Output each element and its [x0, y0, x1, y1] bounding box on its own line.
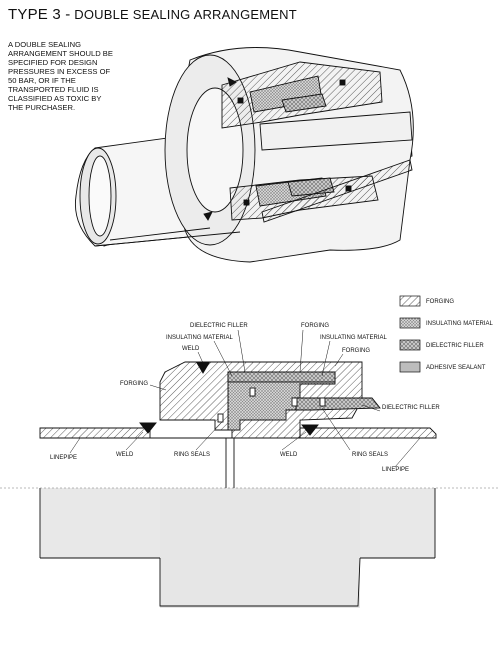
upper-filler [281, 93, 327, 113]
ring-seal [345, 185, 352, 192]
right-linepipe-wall [299, 427, 437, 439]
design-note: A DOUBLE SEALING ARRANGEMENT SHOULD BE S… [8, 40, 128, 112]
weld-right [301, 424, 319, 436]
ring-seal [243, 199, 250, 206]
note-line: SPECIFIED FOR DESIGN [8, 58, 98, 67]
legend-label: DIELECTRIC FILLER [426, 343, 484, 349]
cross-section [0, 361, 500, 608]
legend-swatch-sealant [399, 361, 421, 373]
ring-seal [237, 97, 244, 104]
weld-mark [203, 211, 213, 221]
legend-swatch-forging [399, 295, 421, 307]
label-dielectric-filler-right: DIELECTRIC FILLER [382, 405, 440, 411]
isometric-cutaway [74, 47, 414, 263]
title-prefix: TYPE 3 - [8, 6, 71, 23]
label-insulating-left: INSULATING MATERIAL [166, 335, 233, 341]
label-linepipe-right: LINEPIPE [382, 467, 409, 473]
label-dielectric-filler-top: DIELECTRIC FILLER [190, 323, 248, 329]
label-weld-right: WELD [280, 452, 298, 458]
note-line: PRESSURES IN EXCESS OF [8, 67, 111, 76]
dielectric-filler-upper [227, 371, 336, 383]
legend: FORGING INSULATING MATERIAL DIELECTRIC F… [399, 295, 493, 373]
ring-seal-right-1 [291, 397, 298, 407]
label-ring-seals-left: RING SEALS [174, 452, 210, 458]
label-forging-right: FORGING [342, 348, 370, 354]
note-line: A DOUBLE SEALING [8, 40, 82, 49]
right-pipe [259, 111, 413, 151]
lower-forging-body [160, 488, 360, 608]
note-line: ARRANGEMENT SHOULD BE [8, 49, 113, 58]
left-linepipe-wall [39, 427, 151, 439]
ring-seal-right-2 [319, 397, 326, 407]
ring-seal-left-2 [217, 413, 224, 423]
callout-labels: DIELECTRIC FILLER FORGING INSULATING MAT… [50, 323, 440, 473]
legend-label: FORGING [426, 299, 454, 305]
label-weld-left: WELD [116, 452, 134, 458]
weld-left [139, 422, 157, 434]
note-line: TRANSPORTED FLUID IS [8, 85, 99, 94]
ring-seal [339, 79, 346, 86]
legend-label: ADHESIVE SEALANT [426, 365, 486, 371]
note-line: THE PURCHASER. [8, 103, 76, 112]
note-line: CLASSIFIED AS TOXIC BY [8, 94, 102, 103]
callout-leaders [69, 329, 421, 468]
diagram-title: TYPE 3 - DOUBLE SEALING ARRANGEMENT [8, 6, 297, 23]
legend-swatch-dielectric [399, 339, 421, 351]
label-forging-top: FORGING [301, 323, 329, 329]
label-forging-left: FORGING [120, 381, 148, 387]
legend-label: INSULATING MATERIAL [426, 321, 493, 327]
weld-mark [227, 77, 237, 87]
legend-swatch-insulating [399, 317, 421, 329]
label-weld-top: WELD [182, 346, 200, 352]
label-ring-seals-right: RING SEALS [352, 452, 388, 458]
title-main: DOUBLE SEALING ARRANGEMENT [74, 7, 297, 22]
ring-seal-left-1 [249, 387, 256, 397]
dielectric-filler-lower [295, 397, 381, 411]
label-insulating-right: INSULATING MATERIAL [320, 335, 387, 341]
label-linepipe-left: LINEPIPE [50, 455, 77, 461]
note-line: 50 BAR, OR IF THE [8, 76, 76, 85]
